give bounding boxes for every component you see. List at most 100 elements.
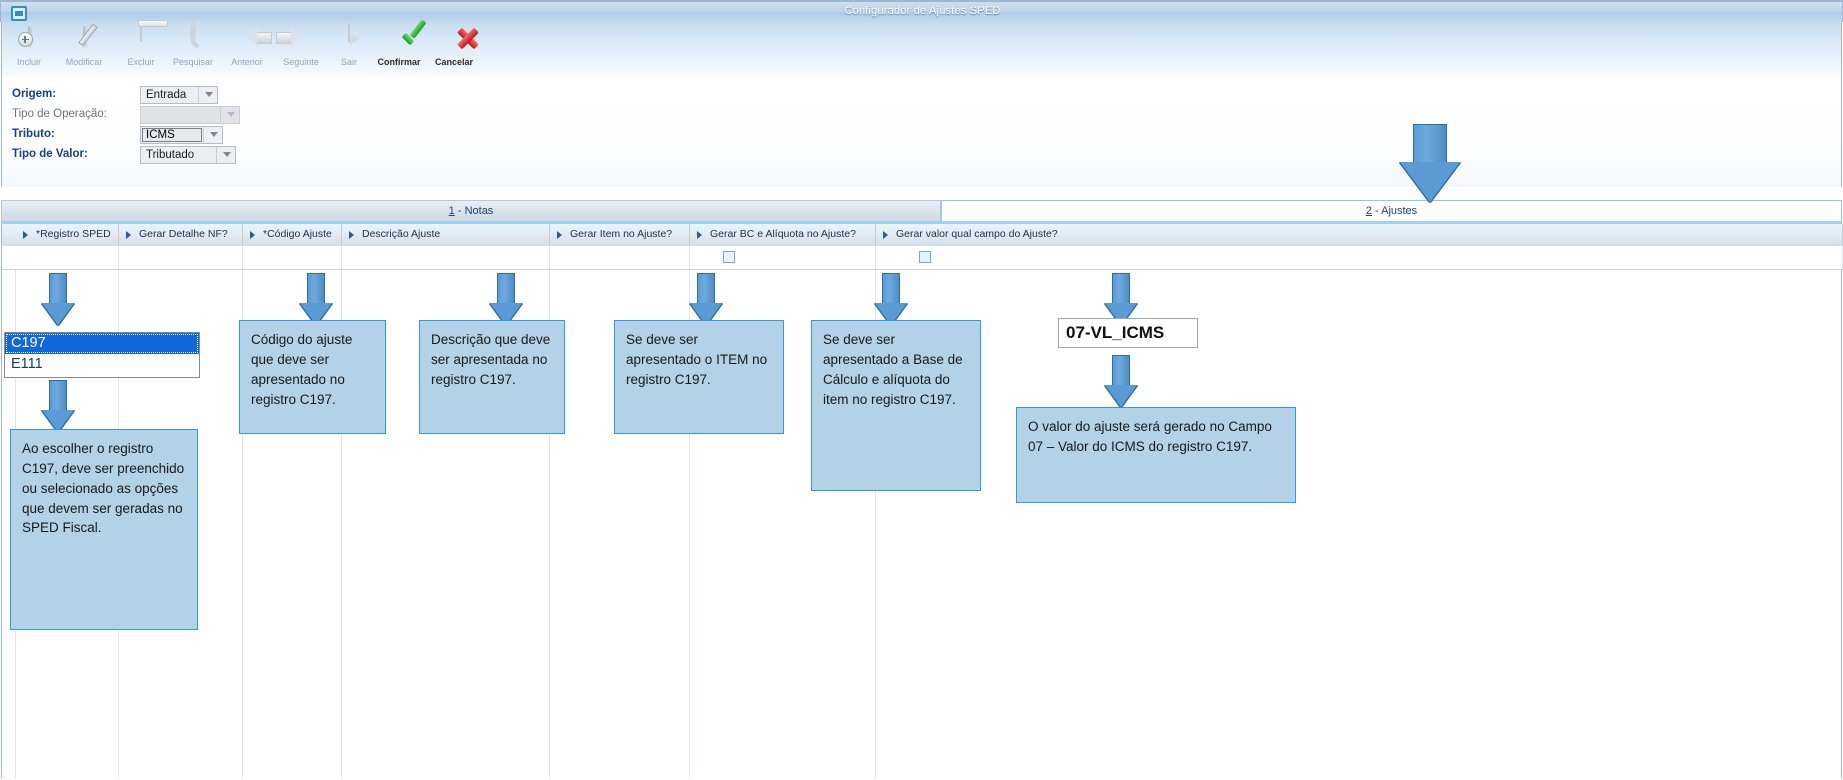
annotation-descricao-ajuste: Descrição que deve ser apresentada no re… [419, 320, 565, 434]
tab-notas-num: 1 [448, 205, 455, 217]
tipo-de-operacao-label: Tipo de Operação: [12, 108, 107, 120]
column-header-descricao-ajuste[interactable]: Descrição Ajuste [342, 224, 550, 246]
window-restore-icon[interactable] [11, 6, 27, 21]
sair-button[interactable]: Sair [322, 23, 376, 76]
tab-ajustes-label: - Ajustes [1371, 205, 1418, 217]
table-row[interactable] [2, 246, 1843, 270]
arrow-head [300, 303, 332, 325]
chevron-down-icon[interactable] [227, 112, 235, 117]
sort-triangle-icon [23, 231, 28, 239]
tributo-label: Tributo: [12, 128, 55, 140]
column-header-label: *Código Ajuste [263, 228, 332, 240]
tipo-de-operacao-select [140, 106, 240, 124]
pesquisar-label: Pesquisar [172, 57, 214, 67]
arrow-descricao-ajuste [490, 273, 522, 325]
cell-gerar-bc-aliquota[interactable] [690, 246, 876, 269]
column-header-gerar-valor-campo[interactable]: Gerar valor qual campo do Ajuste? [876, 224, 1843, 246]
origem-separator [198, 87, 199, 103]
chevron-down-icon[interactable] [205, 92, 213, 97]
excluir-label: Excluir [127, 57, 155, 67]
annotation-gerar-valor: O valor do ajuste será gerado no Campo 0… [1016, 407, 1296, 503]
anterior-label: Anterior [231, 57, 263, 67]
origem-row: Origem:Entrada [12, 86, 272, 105]
red-x-icon [427, 24, 481, 58]
seguinte-button[interactable]: Seguinte [274, 24, 328, 76]
confirmar-button[interactable]: Confirmar [372, 24, 426, 76]
cell-gerar-item-ajuste[interactable] [550, 246, 690, 269]
origem-control: Entrada [140, 86, 218, 104]
dropdown-option-c197[interactable]: C197 [5, 333, 199, 354]
grid-column-divider [689, 270, 690, 778]
arrow-shaft [49, 273, 67, 304]
cell-gerar-detalhe-nf[interactable] [119, 246, 243, 269]
arrow-head [490, 303, 522, 325]
cancelar-button[interactable]: Cancelar [427, 24, 481, 76]
excluir-button[interactable]: Excluir [114, 23, 168, 76]
tab-notas-label: - Notas [454, 205, 494, 217]
arrow-registro-sped-down [42, 380, 74, 432]
grid-column-divider [875, 270, 876, 778]
column-header-label: Gerar Item no Ajuste? [570, 228, 673, 240]
arrow-gerar-bc [875, 273, 907, 325]
arrow-shaft [1413, 124, 1447, 163]
incluir-label: Incluir [16, 57, 41, 67]
arrow-shaft [49, 380, 67, 411]
tipo-de-valor-select[interactable]: Tributado [140, 146, 236, 164]
column-header-label: Descrição Ajuste [362, 228, 441, 240]
arrow-head [1400, 162, 1460, 202]
sort-triangle-icon [697, 231, 702, 239]
pesquisar-button[interactable]: Pesquisar [166, 21, 220, 76]
tipo-de-valor-separator [216, 147, 217, 163]
column-header-gerar-detalhe-nf[interactable]: Gerar Detalhe NF? [119, 224, 243, 246]
sair-label: Sair [340, 57, 357, 67]
incluir-button[interactable]: Incluir [2, 24, 56, 76]
green-check-icon [372, 24, 426, 58]
arrow-head [690, 303, 722, 325]
column-header-gerar-item-ajuste[interactable]: Gerar Item no Ajuste? [550, 224, 690, 246]
gerar-item-checkbox[interactable] [723, 251, 735, 263]
gerar-bc-checkbox[interactable] [919, 251, 931, 263]
title-bar: Configurador de Ajustes SPED [0, 0, 1843, 22]
column-header-label: Gerar BC e Alíquota no Ajuste? [710, 228, 856, 240]
column-header-gerar-bc-aliquota[interactable]: Gerar BC e Alíquota no Ajuste? [690, 224, 876, 246]
cell-descricao-ajuste[interactable] [342, 246, 550, 269]
modificar-button[interactable]: Modificar [57, 23, 111, 76]
arrow-head [42, 410, 74, 432]
arrow-left-icon [220, 24, 274, 58]
chevron-down-icon[interactable] [223, 152, 231, 157]
arrow-head [42, 303, 74, 325]
dropdown-option-e111[interactable]: E111 [11, 356, 43, 372]
cell-gerar-valor-campo[interactable] [876, 246, 1843, 269]
tipo-de-valor-control: Tributado [140, 146, 236, 164]
cell-codigo-ajuste[interactable] [243, 246, 342, 269]
origem-select[interactable]: Entrada [140, 86, 218, 104]
arrow-head [1105, 385, 1137, 407]
tab-underline [1, 221, 1842, 224]
column-header-codigo-ajuste[interactable]: *Código Ajuste [243, 224, 342, 246]
cancelar-label: Cancelar [434, 57, 474, 67]
trash-bin-icon [114, 23, 168, 58]
sort-triangle-icon [250, 231, 255, 239]
tab-notas[interactable]: 1 - Notas [1, 200, 941, 222]
column-header-registro-sped[interactable]: *Registro SPED [16, 224, 119, 246]
gerar-valor-campo-textbox[interactable]: 07-VL_ICMS [1058, 318, 1198, 348]
tab-ajustes[interactable]: 2 - Ajustes [941, 200, 1842, 222]
grid-column-divider [341, 270, 342, 778]
tipo-de-operacao-separator [220, 107, 221, 123]
tributo-separator [203, 127, 204, 143]
arrow-right-icon [274, 24, 328, 58]
annotation-gerar-bc-aliquota: Se deve ser apresentado a Base de Cálcul… [811, 320, 981, 491]
cell-registro-sped[interactable] [16, 246, 119, 269]
tipo-de-operacao-control [140, 106, 240, 124]
tributo-select[interactable]: ICMS [140, 126, 223, 144]
annotation-codigo-ajuste: Código do ajuste que deve ser apresentad… [239, 320, 386, 434]
chevron-down-icon[interactable] [210, 132, 218, 137]
anterior-button[interactable]: Anterior [220, 24, 274, 76]
tributo-value: ICMS [146, 129, 175, 141]
sort-triangle-icon [883, 231, 888, 239]
arrow-shaft [697, 273, 715, 304]
